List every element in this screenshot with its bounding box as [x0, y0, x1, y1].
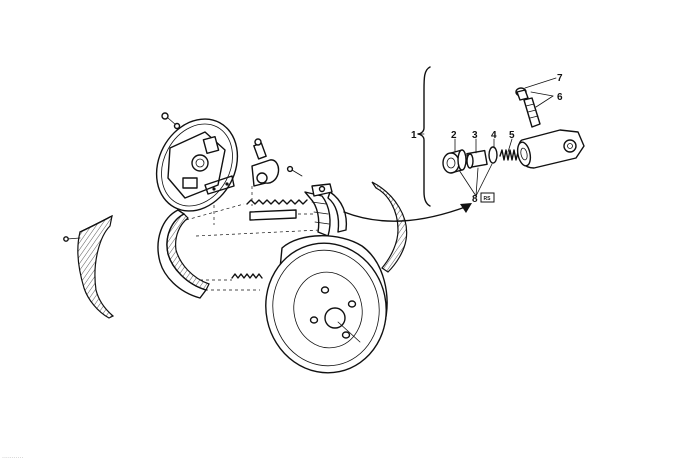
backing-plate — [155, 118, 239, 212]
brake-shoe-right — [304, 191, 348, 237]
upper-return-spring — [246, 199, 308, 205]
brake-lining-arc — [371, 181, 408, 273]
adjuster-strut — [249, 209, 297, 221]
callout-7: 7 — [557, 73, 563, 84]
wheel-cylinder-on-plate — [251, 138, 280, 187]
part-4-cup-seal — [488, 146, 498, 164]
part-5-spring — [499, 149, 519, 161]
repair-kit-box-label: RS — [484, 196, 492, 202]
adjuster-mechanism — [311, 183, 333, 197]
watermark: ........... — [2, 453, 23, 460]
backing-plate-bolt — [161, 112, 181, 130]
callout-4: 4 — [491, 130, 497, 141]
brake-drum — [265, 235, 388, 374]
callout-5: 5 — [509, 130, 515, 141]
part-6-bleeder-valve — [523, 97, 541, 128]
assembly-guide-lines — [185, 186, 321, 291]
callout-1: 1 — [411, 130, 417, 141]
assembly-bracket — [417, 66, 431, 207]
part-7-dust-cap — [515, 87, 529, 101]
callout-6: 6 — [557, 92, 563, 103]
explosion-arrow — [343, 203, 472, 222]
part-2-dust-boot — [442, 149, 467, 174]
brake-shoe-left — [157, 209, 210, 299]
part-8-repair-kit-marker — [458, 163, 493, 197]
wheel-cylinder-body — [516, 129, 585, 169]
callout-3: 3 — [472, 130, 478, 141]
bleeder-screw — [286, 165, 303, 177]
callout-8: 8 — [472, 194, 478, 205]
callout-2: 2 — [451, 130, 457, 141]
brake-lining-strip — [77, 214, 115, 319]
part-3-piston — [466, 149, 488, 169]
lower-return-spring — [231, 273, 263, 279]
lining-rivet — [63, 236, 81, 242]
repair-kit-box: RS — [480, 192, 495, 203]
callout-leader-lines — [417, 77, 557, 154]
